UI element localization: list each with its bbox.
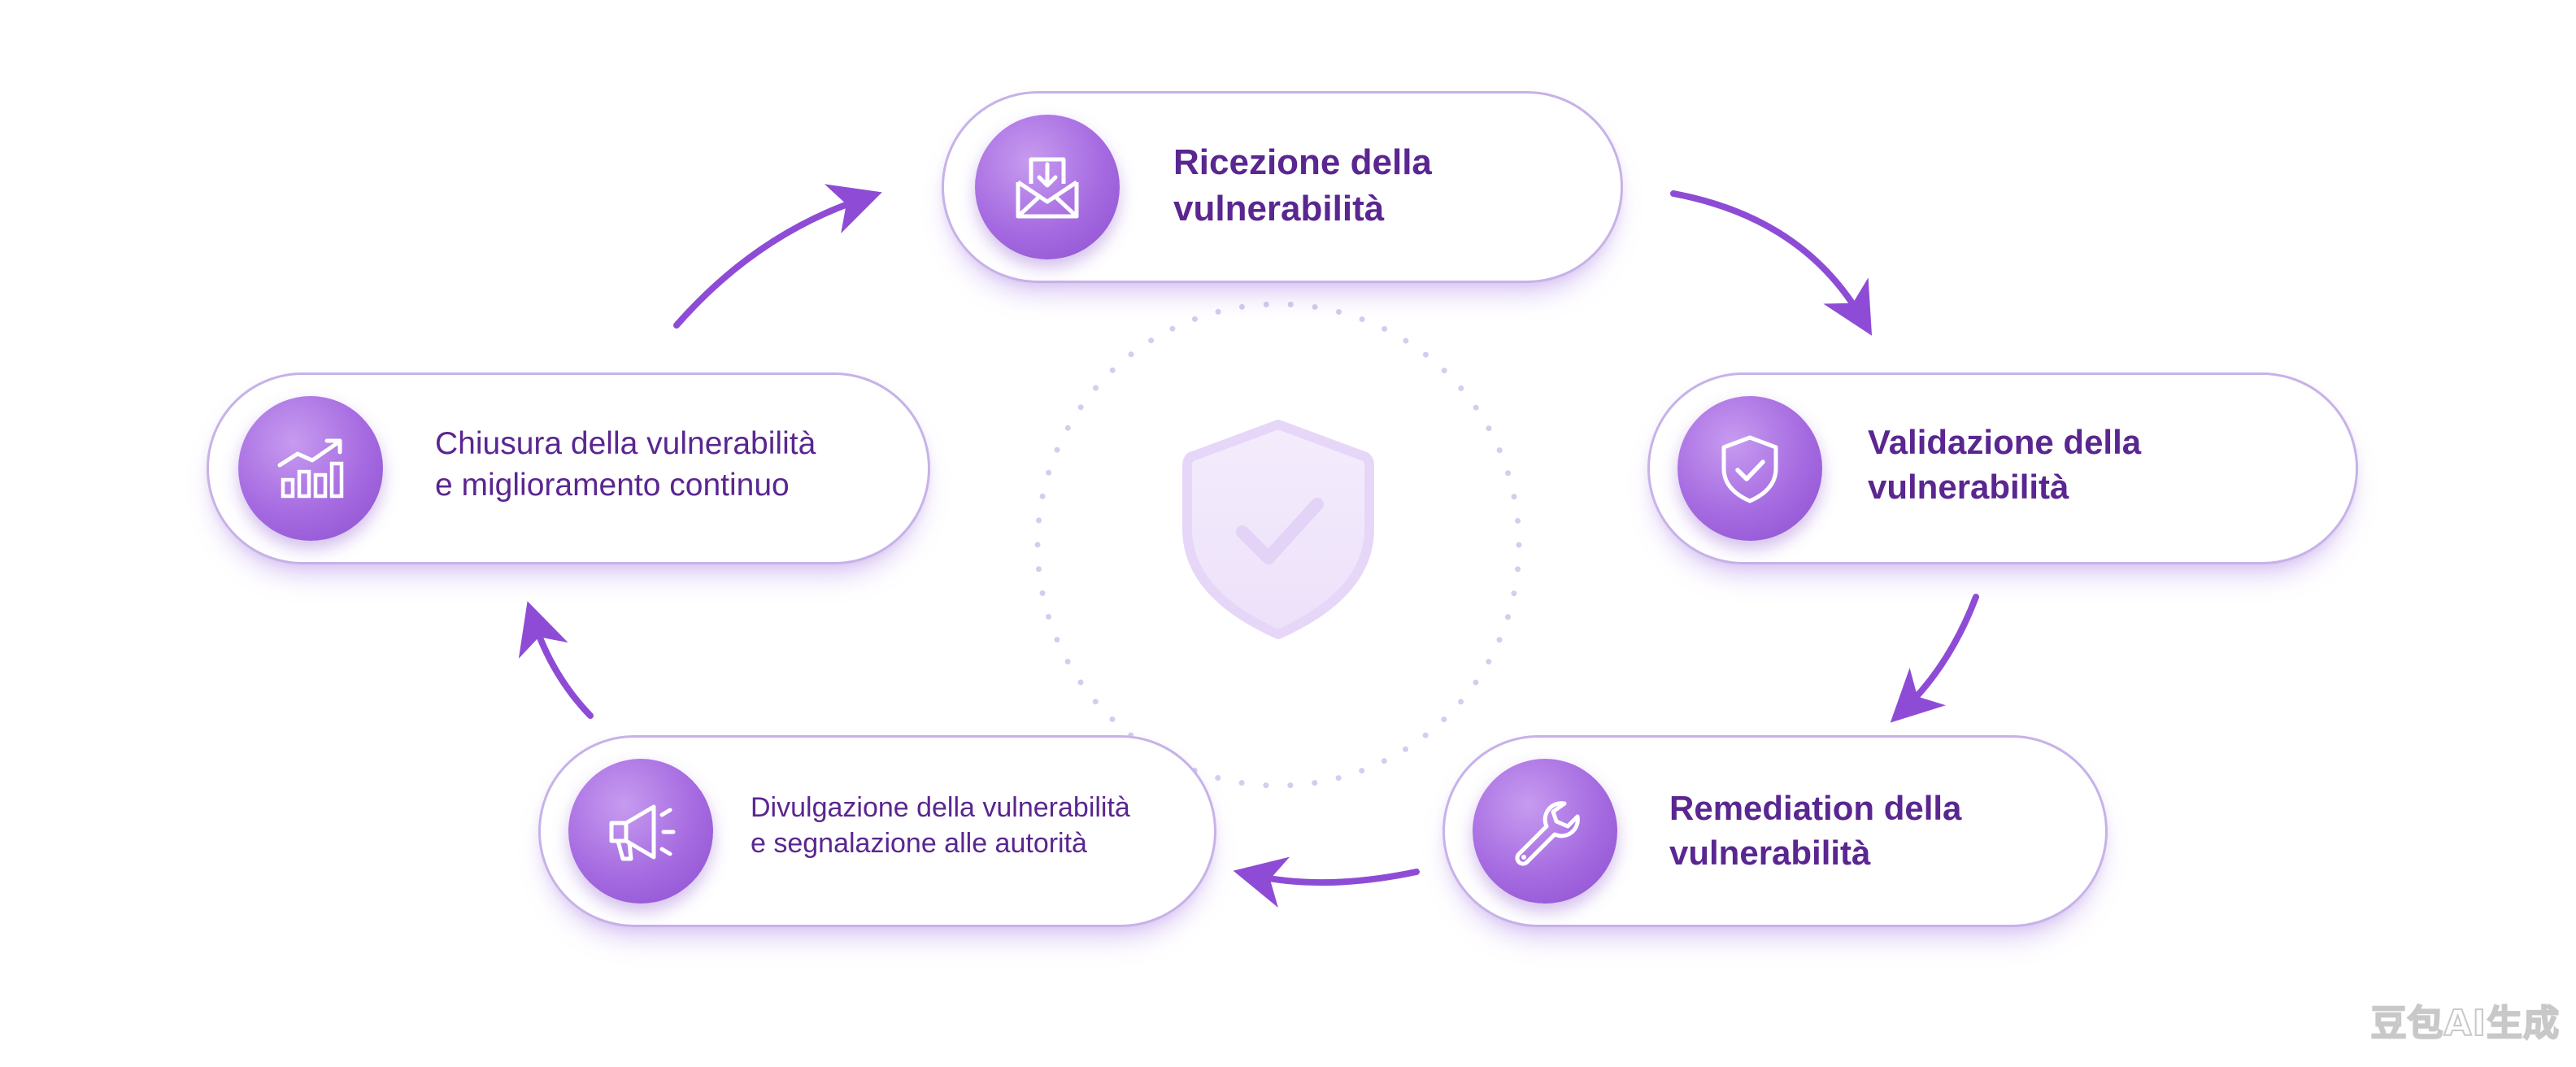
envelope-download-icon bbox=[1016, 157, 1079, 219]
watermark: 豆包AI生成 bbox=[2370, 1002, 2560, 1045]
step-remediation: Remediation della vulnerabilità bbox=[1442, 735, 2108, 927]
arrow-step1-to-step2 bbox=[1670, 190, 1873, 336]
megaphone-icon bbox=[609, 804, 676, 861]
shield-check-icon bbox=[1721, 435, 1778, 503]
step-validazione-icon-badge bbox=[1677, 396, 1822, 541]
step-ricezione-label: Ricezione della vulnerabilità bbox=[1173, 142, 1432, 229]
step-validazione: Validazione della vulnerabilità bbox=[1647, 372, 2358, 564]
wrench-icon bbox=[1515, 801, 1580, 866]
step-divulgazione-label: Divulgazione della vulnerabilità e segna… bbox=[751, 792, 1130, 860]
step-divulgazione: Divulgazione della vulnerabilità e segna… bbox=[538, 735, 1216, 927]
growth-chart-icon bbox=[277, 438, 344, 499]
arrow-step2-to-step3 bbox=[1890, 594, 1979, 723]
step-ricezione: Ricezione della vulnerabilità bbox=[942, 91, 1623, 283]
dotted-ring bbox=[1034, 301, 1522, 789]
step-ricezione-icon-badge bbox=[975, 115, 1120, 259]
step-chiusura: Chiusura della vulnerabilità e miglioram… bbox=[207, 372, 930, 564]
step-remediation-icon-badge bbox=[1473, 759, 1617, 904]
arrow-step3-to-step4 bbox=[1233, 856, 1420, 908]
arrow-step5-to-step1 bbox=[673, 184, 882, 329]
step-remediation-label: Remediation della vulnerabilità bbox=[1669, 789, 1962, 872]
step-chiusura-icon-badge bbox=[238, 396, 383, 541]
step-validazione-label: Validazione della vulnerabilità bbox=[1868, 423, 2142, 506]
step-chiusura-label: Chiusura della vulnerabilità e miglioram… bbox=[435, 426, 816, 503]
step-divulgazione-icon-badge bbox=[568, 759, 713, 904]
center-shield-icon bbox=[1182, 420, 1374, 639]
arrow-step4-to-step5 bbox=[518, 601, 594, 719]
